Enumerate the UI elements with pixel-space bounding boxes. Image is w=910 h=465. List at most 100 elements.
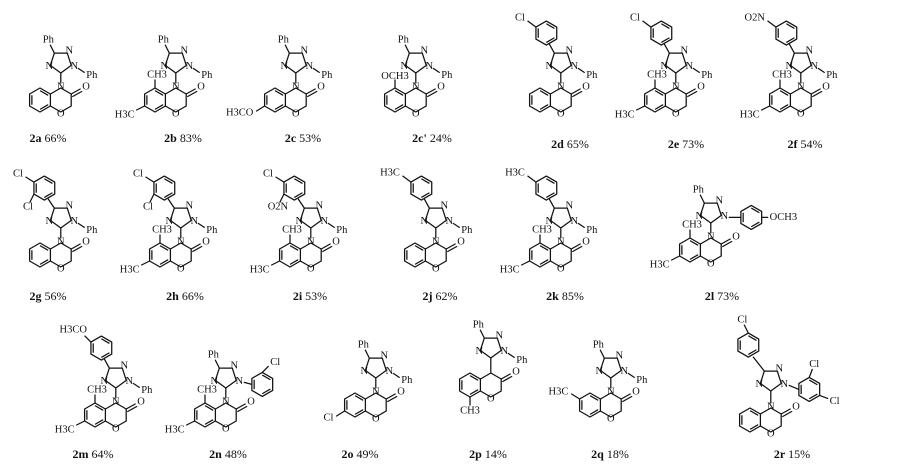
atom-label: N	[500, 346, 508, 357]
atom-label: N	[296, 216, 304, 227]
atom-label: H3C	[250, 264, 270, 275]
atom-label: O	[582, 236, 590, 247]
atom-label: N	[380, 351, 388, 362]
atom-label: N	[615, 351, 623, 362]
atom-label: CH3	[152, 224, 172, 235]
atom-label: O	[202, 236, 210, 247]
compound-id: 2r	[774, 447, 786, 461]
atom-label: O	[112, 423, 120, 434]
atom-label: N	[412, 81, 420, 92]
compound-yield: 53%	[302, 289, 327, 303]
atom-label: N	[372, 386, 380, 397]
atom-label: Ph	[208, 350, 220, 361]
compound-yield: 66%	[179, 289, 204, 303]
compound-caption: 2f 54%	[788, 137, 823, 151]
atom-label: Ph	[441, 70, 453, 81]
atom-label: O2N	[268, 202, 289, 213]
atom-label: N	[786, 61, 794, 72]
atom-label: N	[320, 216, 328, 227]
atom-label: N	[476, 346, 484, 357]
atom-label: O	[172, 108, 180, 119]
atom-label: N	[112, 396, 120, 407]
atom-label: Ph	[461, 225, 473, 236]
compound-id: 2e	[668, 137, 680, 151]
atom-label: N	[596, 366, 604, 377]
atom-label: CH3	[197, 384, 217, 395]
atom-label: H3C	[120, 264, 140, 275]
atom-label: Cl	[23, 202, 33, 213]
compound-caption: 2h 66%	[166, 289, 204, 303]
compound-caption: 2m 64%	[73, 447, 114, 461]
atom-label: Ph	[826, 70, 838, 81]
atom-label: Ph	[141, 385, 153, 396]
atom-label: N	[425, 61, 433, 72]
atom-label: N	[172, 81, 180, 92]
atom-label: Ph	[158, 35, 170, 46]
atom-label: N	[546, 216, 554, 227]
atom-label: Cl	[13, 169, 23, 180]
compound-yield: 48%	[222, 447, 247, 461]
atom-label: O	[57, 263, 65, 274]
atom-label: Cl	[737, 315, 747, 326]
atom-label: N	[546, 61, 554, 72]
atom-label: N	[315, 201, 323, 212]
atom-label: Ph	[358, 340, 370, 351]
atom-label: Cl	[323, 412, 333, 423]
atom-label: Ph	[201, 70, 213, 81]
atom-label: Ph	[206, 225, 218, 236]
atom-label: CH3	[460, 405, 480, 416]
atom-label: N	[661, 61, 669, 72]
compound-caption: 2r 15%	[774, 447, 810, 461]
compound-caption: 2k 85%	[546, 289, 584, 303]
compound-caption: 2a 66%	[30, 131, 67, 145]
atom-label: Ph	[43, 35, 55, 46]
atom-label: O	[197, 81, 205, 92]
atom-label: N	[166, 216, 174, 227]
atom-label: Ph	[336, 225, 348, 236]
atom-label: CH3	[682, 219, 702, 230]
atom-label: Ph	[701, 70, 713, 81]
atom-label: N	[70, 61, 78, 72]
atom-label: O	[767, 428, 775, 439]
atom-label: CH3	[282, 224, 302, 235]
atom-label: N	[420, 46, 428, 57]
compound-id: 2j	[423, 289, 433, 303]
compound-id: 2m	[73, 447, 89, 461]
atom-label: Ph	[586, 70, 598, 81]
atom-label: OCH3	[770, 212, 797, 223]
compound-id: 2b	[164, 131, 177, 145]
atom-label: O	[512, 366, 520, 377]
atom-label: Ph	[693, 185, 705, 196]
atom-label: O	[697, 81, 705, 92]
atom-label: CH3	[772, 69, 792, 80]
atom-label: O	[222, 423, 230, 434]
atom-label: O	[397, 386, 405, 397]
compound-caption: 2o 49%	[342, 447, 379, 461]
compound-caption: 2c' 24%	[412, 131, 452, 145]
atom-label: N	[120, 361, 128, 372]
atom-label: N	[361, 366, 369, 377]
atom-label: O	[457, 236, 465, 247]
compound-id: 2c	[285, 131, 297, 145]
atom-label: N	[756, 379, 764, 390]
compound-id: 2p	[469, 447, 482, 461]
atom-label: Cl	[515, 13, 525, 24]
atom-label: N	[780, 379, 788, 390]
atom-label: Ph	[86, 225, 98, 236]
atom-label: N	[570, 61, 578, 72]
compound-id: 2i	[293, 289, 303, 303]
atom-label: N	[607, 386, 615, 397]
atom-label: O	[557, 108, 565, 119]
atom-label: N	[185, 201, 193, 212]
atom-label: CH3	[532, 224, 552, 235]
atom-label: N	[65, 46, 73, 57]
atom-label: O	[437, 81, 445, 92]
atom-label: Cl	[809, 359, 819, 370]
atom-label: N	[185, 61, 193, 72]
compound-caption: 2l 73%	[705, 289, 739, 303]
atom-label: O	[82, 236, 90, 247]
atom-label: N	[385, 366, 393, 377]
